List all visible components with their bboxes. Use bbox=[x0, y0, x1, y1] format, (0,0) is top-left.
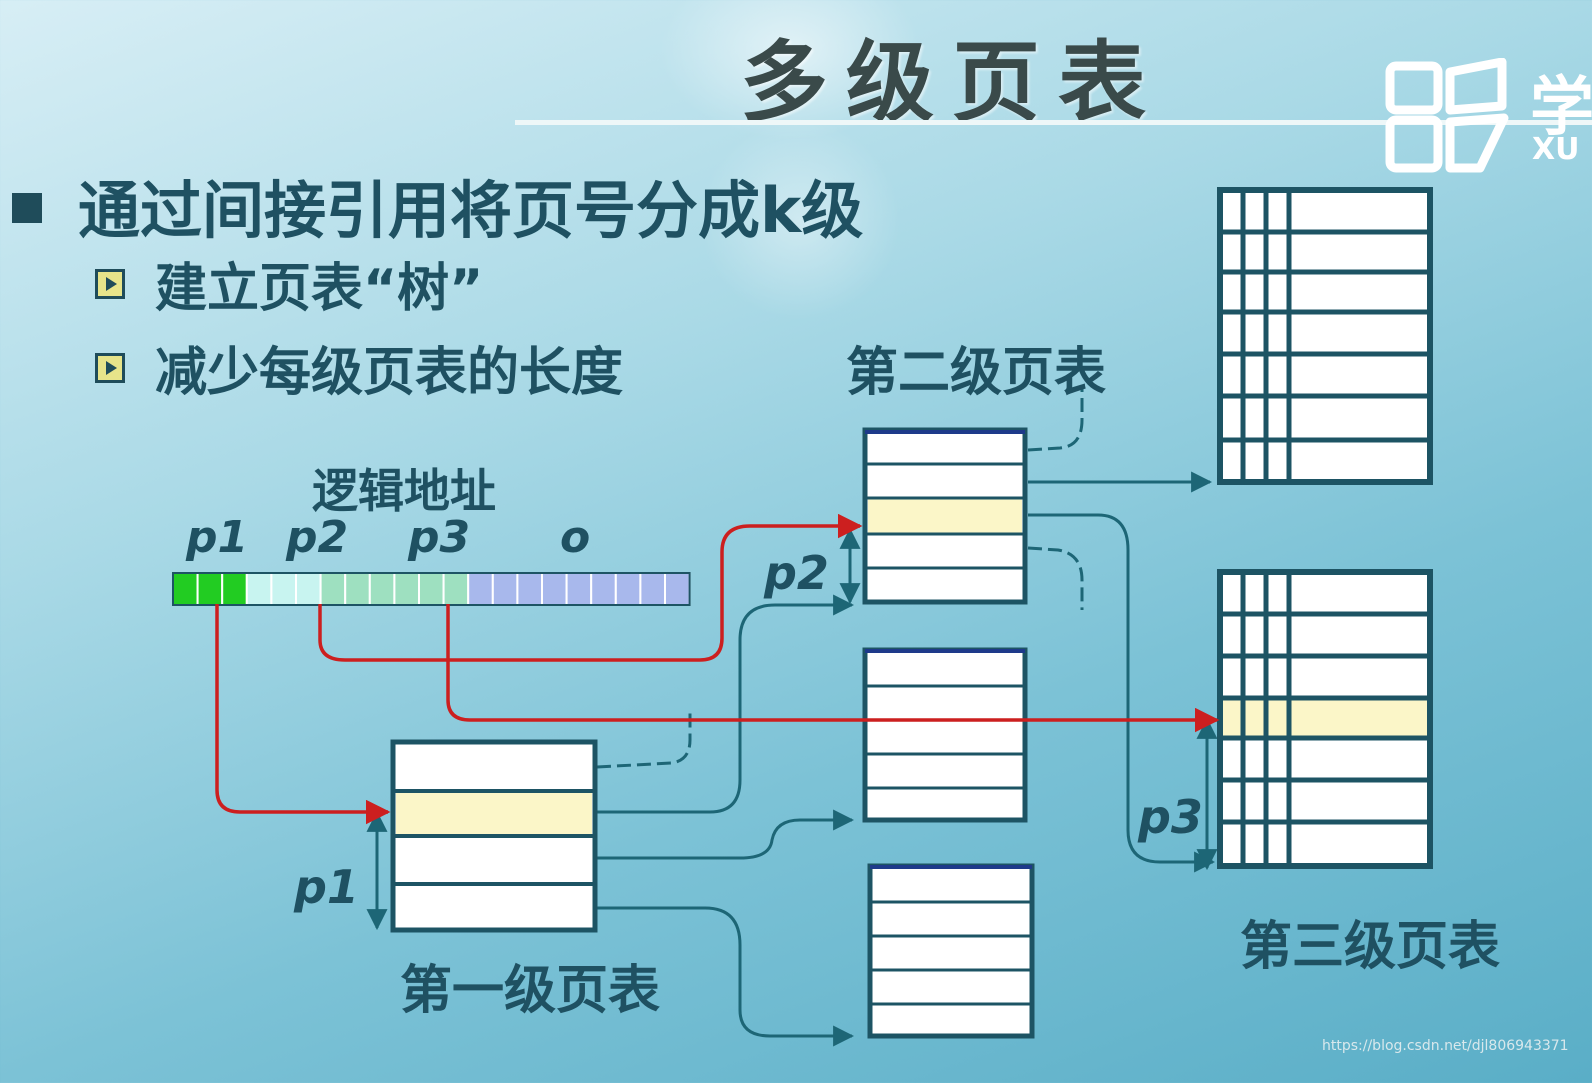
square-bullet-icon bbox=[12, 193, 42, 223]
watermark-text: https://blog.csdn.net/djl806943371 bbox=[1322, 1038, 1569, 1054]
triangle-bullet-icon bbox=[95, 268, 125, 299]
address-bit bbox=[467, 572, 494, 606]
address-bit bbox=[639, 572, 667, 606]
address-bit bbox=[393, 572, 420, 606]
level3-page-table-b bbox=[1217, 569, 1433, 869]
level2-table-label: 第二级页表 bbox=[846, 343, 1107, 403]
bullet-sub-1: 建立页表“树” bbox=[95, 246, 483, 321]
address-bit bbox=[295, 572, 322, 606]
level1-selected-row bbox=[396, 791, 592, 835]
address-bit bbox=[319, 572, 347, 606]
p2-pointer bbox=[318, 513, 863, 662]
title-divider bbox=[515, 120, 1592, 125]
address-register-frame bbox=[172, 572, 691, 606]
level2-page-table-a bbox=[862, 427, 1028, 605]
triangle-bullet-icon bbox=[95, 352, 125, 383]
p3-pointer bbox=[446, 604, 1220, 733]
field-label-p1: p1 bbox=[186, 512, 249, 563]
bullet-main-text: 通过间接引用将页号分成k级 bbox=[78, 174, 864, 247]
logo-icon bbox=[1385, 58, 1509, 173]
address-bit bbox=[491, 572, 519, 606]
offset-label-p1: p1 bbox=[294, 860, 359, 914]
address-bit bbox=[541, 572, 568, 606]
address-bit bbox=[270, 572, 297, 606]
address-bit bbox=[565, 572, 593, 606]
address-bit bbox=[614, 572, 642, 606]
address-bit bbox=[664, 572, 691, 606]
pointer-lines bbox=[215, 513, 1220, 825]
field-label-p2: p2 bbox=[286, 512, 349, 563]
level1-table-label: 第一级页表 bbox=[400, 961, 661, 1021]
slide-title: 多级页表 bbox=[740, 31, 1165, 134]
p1-pointer bbox=[215, 604, 391, 825]
level3-selected-row bbox=[1223, 700, 1427, 736]
offset-label-p2: p2 bbox=[764, 546, 829, 600]
bullet-sub-text: 减少每级页表的长度 bbox=[155, 343, 624, 403]
address-bit bbox=[196, 572, 224, 606]
logo-subtext: XU bbox=[1532, 132, 1580, 167]
address-bit bbox=[418, 572, 445, 606]
level2-page-table-c bbox=[867, 863, 1035, 1039]
logical-address-register bbox=[172, 572, 691, 606]
address-bit bbox=[344, 572, 371, 606]
address-bit bbox=[368, 572, 396, 606]
bullet-sub-2: 减少每级页表的长度 bbox=[95, 330, 623, 405]
level3-table-label: 第三级页表 bbox=[1240, 917, 1501, 977]
address-bit bbox=[590, 572, 617, 606]
level3-page-table-a bbox=[1217, 187, 1433, 485]
field-label-o: o bbox=[560, 512, 591, 563]
bullet-sub-text: 建立页表“树” bbox=[155, 259, 484, 319]
address-bit bbox=[516, 572, 544, 606]
address-bit bbox=[442, 572, 470, 606]
address-bit bbox=[245, 572, 273, 606]
connector-lines bbox=[366, 385, 1218, 1047]
level2-page-table-b bbox=[862, 647, 1028, 823]
field-label-p3: p3 bbox=[408, 512, 471, 563]
level2-selected-row bbox=[868, 499, 1022, 533]
logical-address-label: 逻辑地址 bbox=[312, 464, 496, 518]
logo-text: 学 bbox=[1530, 71, 1592, 145]
bullet-main: 通过间接引用将页号分成k级 bbox=[12, 160, 863, 250]
address-bit bbox=[221, 572, 248, 606]
address-bit bbox=[172, 572, 199, 606]
level1-page-table bbox=[390, 739, 598, 933]
offset-label-p3: p3 bbox=[1138, 790, 1203, 844]
